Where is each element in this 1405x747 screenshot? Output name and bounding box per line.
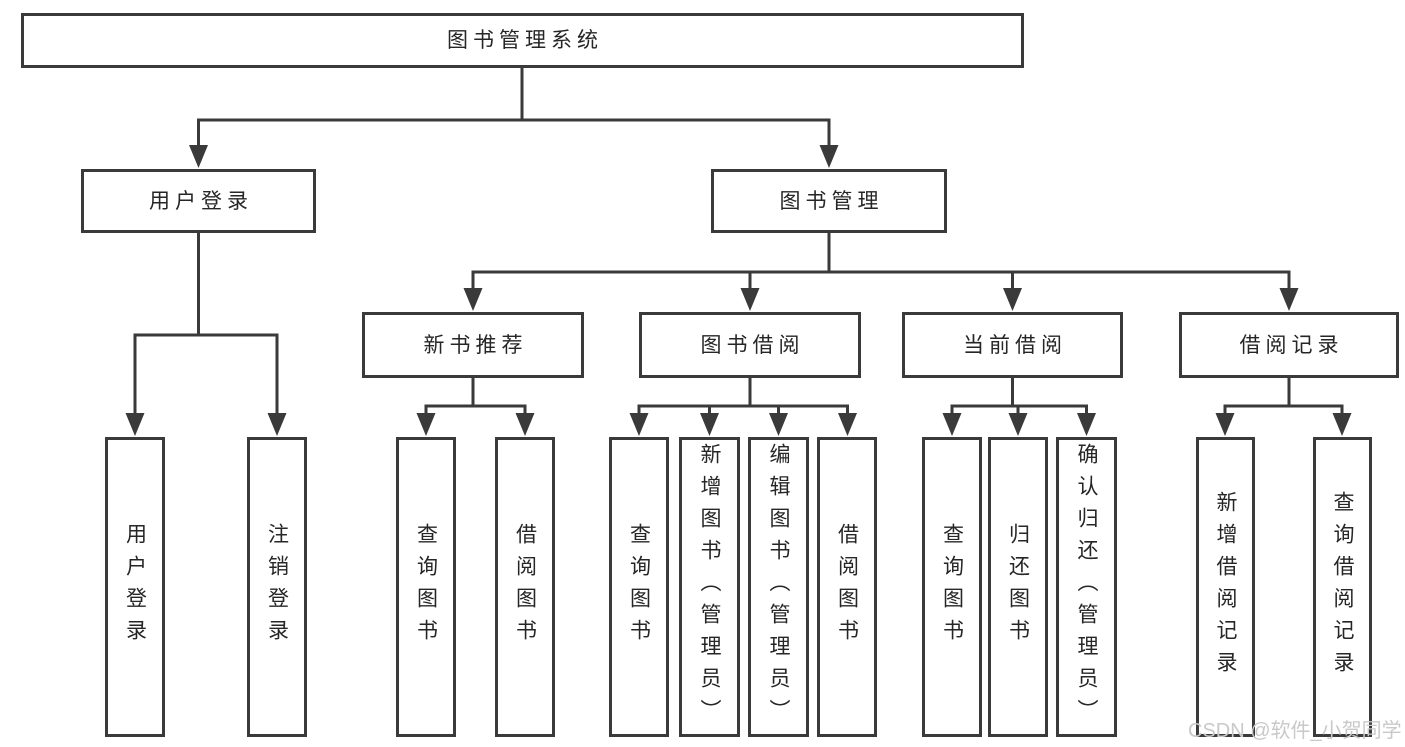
- leaf-logout: 注销登录: [247, 437, 307, 737]
- connector-book-borrowing-to-leaves: [629, 376, 857, 436]
- connector-book-management-to-level3: [463, 231, 1299, 311]
- leaf-query-borrow-record: 查询借阅记录: [1313, 437, 1372, 737]
- connector-user-login-to-leaves: [125, 231, 287, 436]
- node-book-borrowing: 图书借阅: [639, 312, 861, 378]
- node-new-book-recommend: 新书推荐: [362, 312, 584, 378]
- leaf-confirm-return-admin: 确认归还（管理员）: [1056, 437, 1117, 737]
- node-library-management-system: 图书管理系统: [21, 13, 1024, 68]
- leaf-add-borrow-record: 新增借阅记录: [1196, 437, 1255, 737]
- leaf-return-books: 归还图书: [988, 437, 1048, 737]
- leaf-borrow-books: 借阅图书: [817, 437, 877, 737]
- node-user-login: 用户登录: [81, 169, 316, 233]
- node-book-management: 图书管理: [711, 169, 947, 233]
- leaf-query-books-current: 查询图书: [922, 437, 982, 737]
- csdn-watermark: CSDN @软件_小贺同学: [1188, 720, 1402, 742]
- connector-borrowing-records-to-leaves: [1215, 376, 1352, 436]
- leaf-add-books-admin: 新增图书（管理员）: [679, 437, 740, 737]
- leaf-borrow-books-recommend: 借阅图书: [495, 437, 555, 737]
- leaf-user-login: 用户登录: [105, 437, 165, 737]
- connector-new-book-recommend-to-leaves: [416, 376, 535, 436]
- leaf-edit-books-admin: 编辑图书（管理员）: [748, 437, 809, 737]
- node-current-borrowing: 当前借阅: [902, 312, 1123, 378]
- connector-root-to-level2: [189, 66, 839, 168]
- connector-current-borrowing-to-leaves: [942, 376, 1096, 436]
- node-borrowing-records: 借阅记录: [1179, 312, 1399, 378]
- leaf-query-books-recommend: 查询图书: [396, 437, 456, 737]
- leaf-query-books-borrowing: 查询图书: [609, 437, 669, 737]
